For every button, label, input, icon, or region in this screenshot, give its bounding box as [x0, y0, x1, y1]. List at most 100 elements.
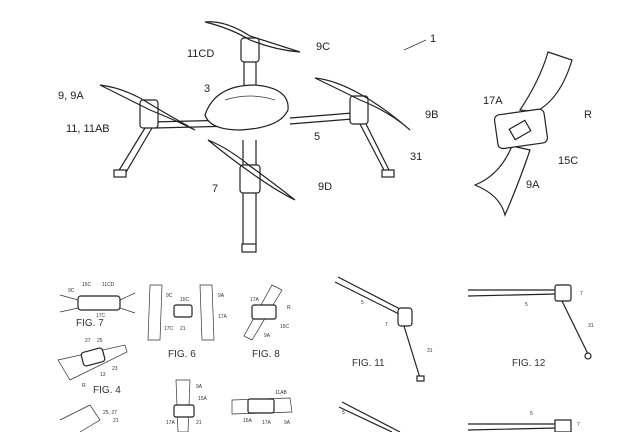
fig4-label: 27: [85, 338, 91, 344]
fig9-label: 9A: [196, 384, 203, 390]
fig-11: 5 7 31 FIG. 11: [334, 276, 433, 382]
fig12-arm: [467, 289, 557, 297]
fig8-label: 17A: [250, 297, 260, 303]
fig7-title: FIG. 7: [76, 318, 104, 329]
fig10-clip: [247, 398, 275, 414]
fig7-label: 11CD: [102, 282, 115, 288]
propeller-9b: [314, 77, 411, 131]
ref-9b-label: 9B: [425, 109, 438, 121]
fig7-blade: [59, 292, 136, 314]
body: [204, 84, 289, 131]
fig6-label: 15C: [180, 297, 190, 303]
fig-5: 25, 27 21: [59, 404, 119, 432]
foot-bottom: [241, 243, 257, 253]
motor-right: [349, 95, 369, 125]
foot-left: [113, 169, 127, 178]
fig4-label: 25: [97, 338, 103, 344]
fig8-label: 9A: [264, 333, 271, 339]
fig6-label: 9C: [166, 293, 173, 299]
fig6-clip: [173, 304, 193, 318]
fig11-label: 7: [385, 322, 388, 328]
motor-top: [240, 37, 260, 63]
ref-5-label: 5: [314, 131, 320, 143]
fig11-label: 31: [427, 348, 433, 354]
fig9-label: 21: [196, 420, 202, 426]
fig-10: 11AB 15A 17A 9A: [231, 390, 293, 426]
fig14-arm: [467, 423, 557, 431]
fig11-label: 5: [361, 300, 364, 306]
fig12-leg: [561, 300, 589, 355]
fig12-label: 7: [580, 291, 583, 297]
fig-4: 27 25 23 13 R FIG. 4: [57, 338, 128, 396]
inset-17a-label: 17A: [483, 95, 503, 107]
inset-view: 17A R 15C 9A: [473, 51, 592, 217]
fig8-label: R: [287, 305, 291, 311]
fig12-motor: [554, 284, 572, 302]
fig5-blade: [59, 404, 101, 432]
fig4-label: R: [82, 383, 86, 389]
ref-31-label: 31: [410, 151, 422, 163]
ref-9c-label: 9C: [316, 41, 330, 53]
fig10-label: 11AB: [275, 390, 288, 396]
fig12-label: 31: [588, 323, 594, 329]
fig11-motor: [397, 307, 413, 327]
fig10-label: 15A: [243, 418, 253, 424]
fig-12: 7 5 31 FIG. 12: [467, 284, 594, 369]
fig14-motor: [554, 419, 572, 432]
ref-1-label: 1: [430, 33, 436, 45]
fig-14: 5 7: [467, 411, 580, 432]
fig14-label: 7: [577, 422, 580, 428]
inset-15c-label: 15C: [558, 155, 578, 167]
fig7-clip: [77, 295, 121, 311]
fig6-title: FIG. 6: [168, 349, 196, 360]
fig13-arm: [338, 401, 401, 432]
fig4-title: FIG. 4: [93, 385, 121, 396]
fig11-title: FIG. 11: [352, 358, 385, 369]
front-back-arm: [242, 60, 257, 245]
fig-6: 9C 15C 17C 21 9A 17A FIG. 6: [147, 284, 228, 360]
lock-17a: [508, 119, 532, 141]
fig8-label: 15C: [280, 324, 290, 330]
fig6-label: 17A: [218, 314, 228, 320]
landing-legs: [117, 123, 391, 175]
motor-bottom: [239, 164, 261, 194]
fig14-label: 5: [530, 411, 533, 417]
body-line: [224, 95, 276, 101]
ref-11-11ab-label: 11, 11AB: [66, 123, 110, 135]
drone-main-view: 1 11CD 9C 3 9, 9A 9B 11, 11AB 5 31 7 9D: [58, 21, 438, 253]
fig11-foot: [416, 375, 425, 382]
fig7-label: 17C: [96, 313, 106, 319]
blade-upper: [518, 51, 573, 113]
side-arm: [149, 111, 366, 129]
fig8-title: FIG. 8: [252, 349, 280, 360]
foot-right: [381, 169, 395, 178]
blade-lower: [473, 145, 531, 217]
fig12-label: 5: [525, 302, 528, 308]
fig9-label: 17A: [166, 420, 176, 426]
fig10-label: 9A: [284, 420, 291, 426]
fig10-label: 17A: [262, 420, 272, 426]
ref-7-label: 7: [212, 183, 218, 195]
ref-3-label: 3: [204, 83, 210, 95]
fig9-clip: [173, 404, 195, 418]
fig4-label: 23: [112, 366, 118, 372]
fig7-label: 15C: [82, 282, 92, 288]
fig5-label: 25, 27: [103, 410, 117, 416]
fig-13: 5: [338, 401, 401, 432]
inset-9a-label: 9A: [526, 179, 540, 191]
fig-8: 17A R 15C 9A FIG. 8: [243, 284, 291, 360]
fig5-label: 21: [113, 418, 119, 424]
fig7-label: 9C: [68, 288, 75, 294]
propeller-9c: [204, 21, 301, 53]
fig9-label: 15A: [198, 396, 208, 402]
fig13-label: 5: [342, 410, 345, 416]
propeller-9d: [207, 139, 296, 201]
fig6-label: 21: [180, 326, 186, 332]
fig6-label: 9A: [218, 293, 225, 299]
inset-r-label: R: [584, 109, 592, 121]
motor-left: [139, 99, 159, 129]
propeller-9a: [99, 84, 196, 131]
fig4-label: 13: [100, 372, 106, 378]
ref-9-9a-label: 9, 9A: [58, 90, 84, 102]
